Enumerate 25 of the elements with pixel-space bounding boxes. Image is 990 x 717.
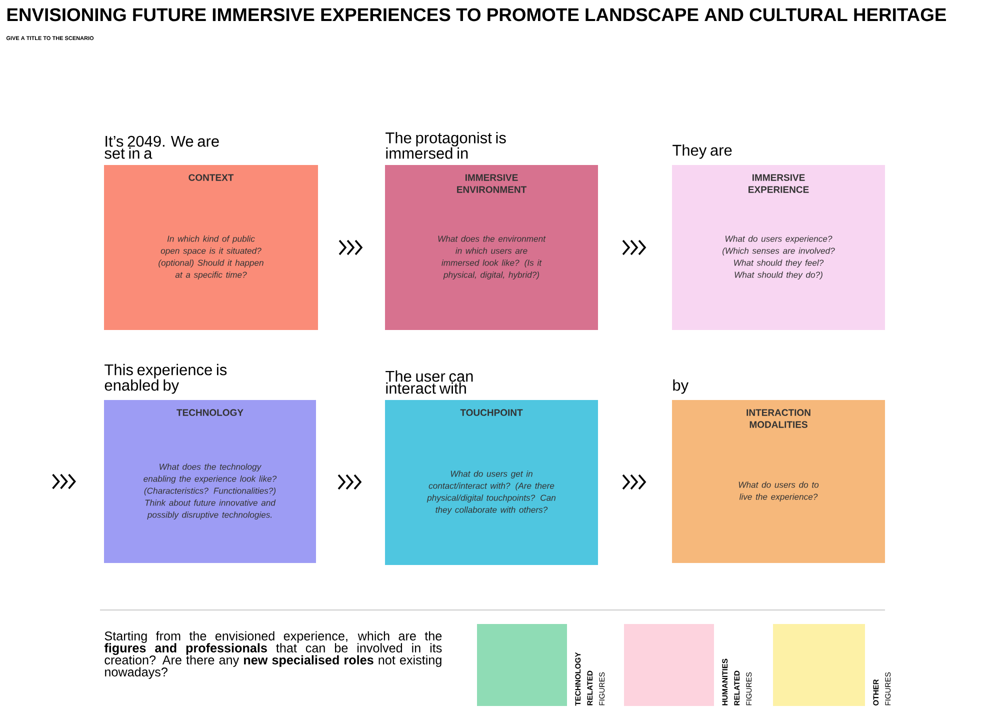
chevron-arrow bbox=[622, 240, 646, 256]
intro-text: This experience is enabled by bbox=[104, 364, 227, 394]
card-heading: TOUCHPOINT bbox=[460, 409, 523, 416]
card-heading: CONTEXT bbox=[188, 174, 234, 181]
card-question: What does the environment in which users are immersed look like? (Is it physical, digital, hybrid?) bbox=[438, 235, 546, 280]
intro-text: The user can interact with bbox=[386, 370, 473, 394]
card-heading: IMMERSIVE ENVIRONMENT bbox=[457, 174, 526, 193]
chevron-arrow bbox=[338, 474, 362, 490]
intro-text: by bbox=[673, 379, 689, 394]
chevron-arrow bbox=[622, 474, 646, 490]
card-question: What do users experience? (Which senses are involved? What should they feel? What should they do?) bbox=[722, 235, 835, 280]
question-text: Starting from the envisioned experience, which are the figures and professionals that can be involved in its creation? Are there any new specialised roles not existing nowadays? bbox=[104, 631, 442, 679]
intro-text: They are bbox=[672, 144, 732, 159]
card-heading: IMMERSIVE EXPERIENCE bbox=[748, 174, 809, 193]
intro-text: The protagonist is immersed in bbox=[386, 132, 506, 159]
intro-text: It’s 2049. We are set in a bbox=[104, 136, 219, 159]
card-heading: INTERACTION MODALITIES bbox=[746, 409, 810, 428]
title: ENVISIONING FUTURE IMMERSIVE EXPERIENCES TO PROMOTE LANDSCAPE AND CULTURAL HERITAGE bbox=[7, 8, 946, 22]
chevron-arrow bbox=[52, 474, 76, 490]
chevron-arrow bbox=[338, 240, 363, 256]
card-question: What do users get in contact/interact with? (Are there physical/digital touchpoints? Can they collaborate with others? bbox=[426, 470, 556, 514]
card-question: In which kind of public open space is it situated? (optional) Should it happen at a specific time? bbox=[158, 235, 264, 280]
card-question: What does the technology enabling the experience look like? (Characteristics? Functionalities?) Think about future innovative and possibly disruptive technologies. bbox=[144, 463, 277, 520]
card-question: What do users do to live the experience? bbox=[738, 481, 819, 502]
card-heading: TECHNOLOGY bbox=[176, 409, 244, 416]
